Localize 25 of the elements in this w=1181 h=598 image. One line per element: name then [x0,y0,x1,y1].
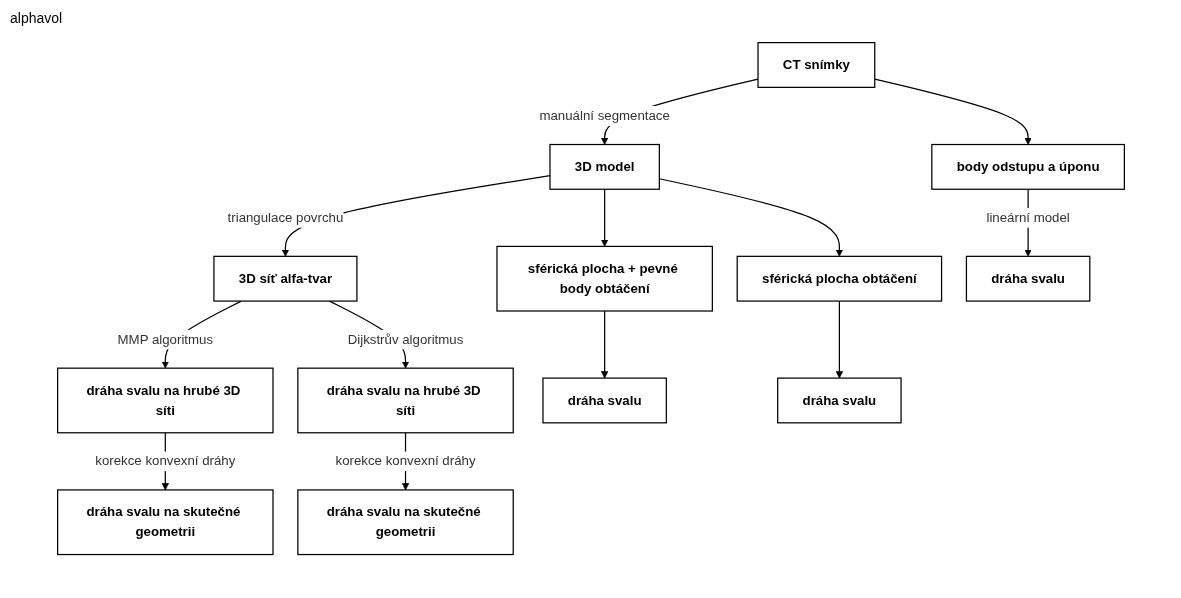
node-box: body odstupu a úponu [930,144,1125,191]
arrow [600,189,608,248]
node-box: 3D síť alfa-tvar [212,256,358,303]
node-box: dráha svalu na hrubé 3D síti [296,367,514,434]
node-box: 3D model [548,144,660,191]
edge-label: lineární model [985,210,1070,225]
node-box: dráha svalu [965,256,1090,303]
node-box: sférická plocha obtáčení [736,256,942,303]
edge-label: manuální segmentace [538,108,670,123]
node-box: dráha svalu na hrubé 3D síti [56,367,274,434]
arrow [600,310,608,379]
node-box: dráha svalu [776,377,902,424]
note-label: alphavol [10,10,63,26]
arrow [835,300,843,379]
edge-label: korekce konvexní dráhy [94,454,235,469]
node-box: dráha svalu na skutečné geometrii [296,489,514,556]
node-box: CT snímky [756,42,875,89]
node-box: dráha svalu [541,377,667,424]
arrow [658,178,843,258]
edge-label: korekce konvexní dráhy [335,454,476,469]
node-box: sférická plocha + pevné body obtáčení [495,246,713,313]
edge-label: triangulace povrchu [227,210,343,225]
edge-label: Dijkstrův algoritmus [347,332,463,347]
edge-label: MMP algoritmus [117,332,213,347]
node-box: dráha svalu na skutečné geometrii [56,489,274,556]
